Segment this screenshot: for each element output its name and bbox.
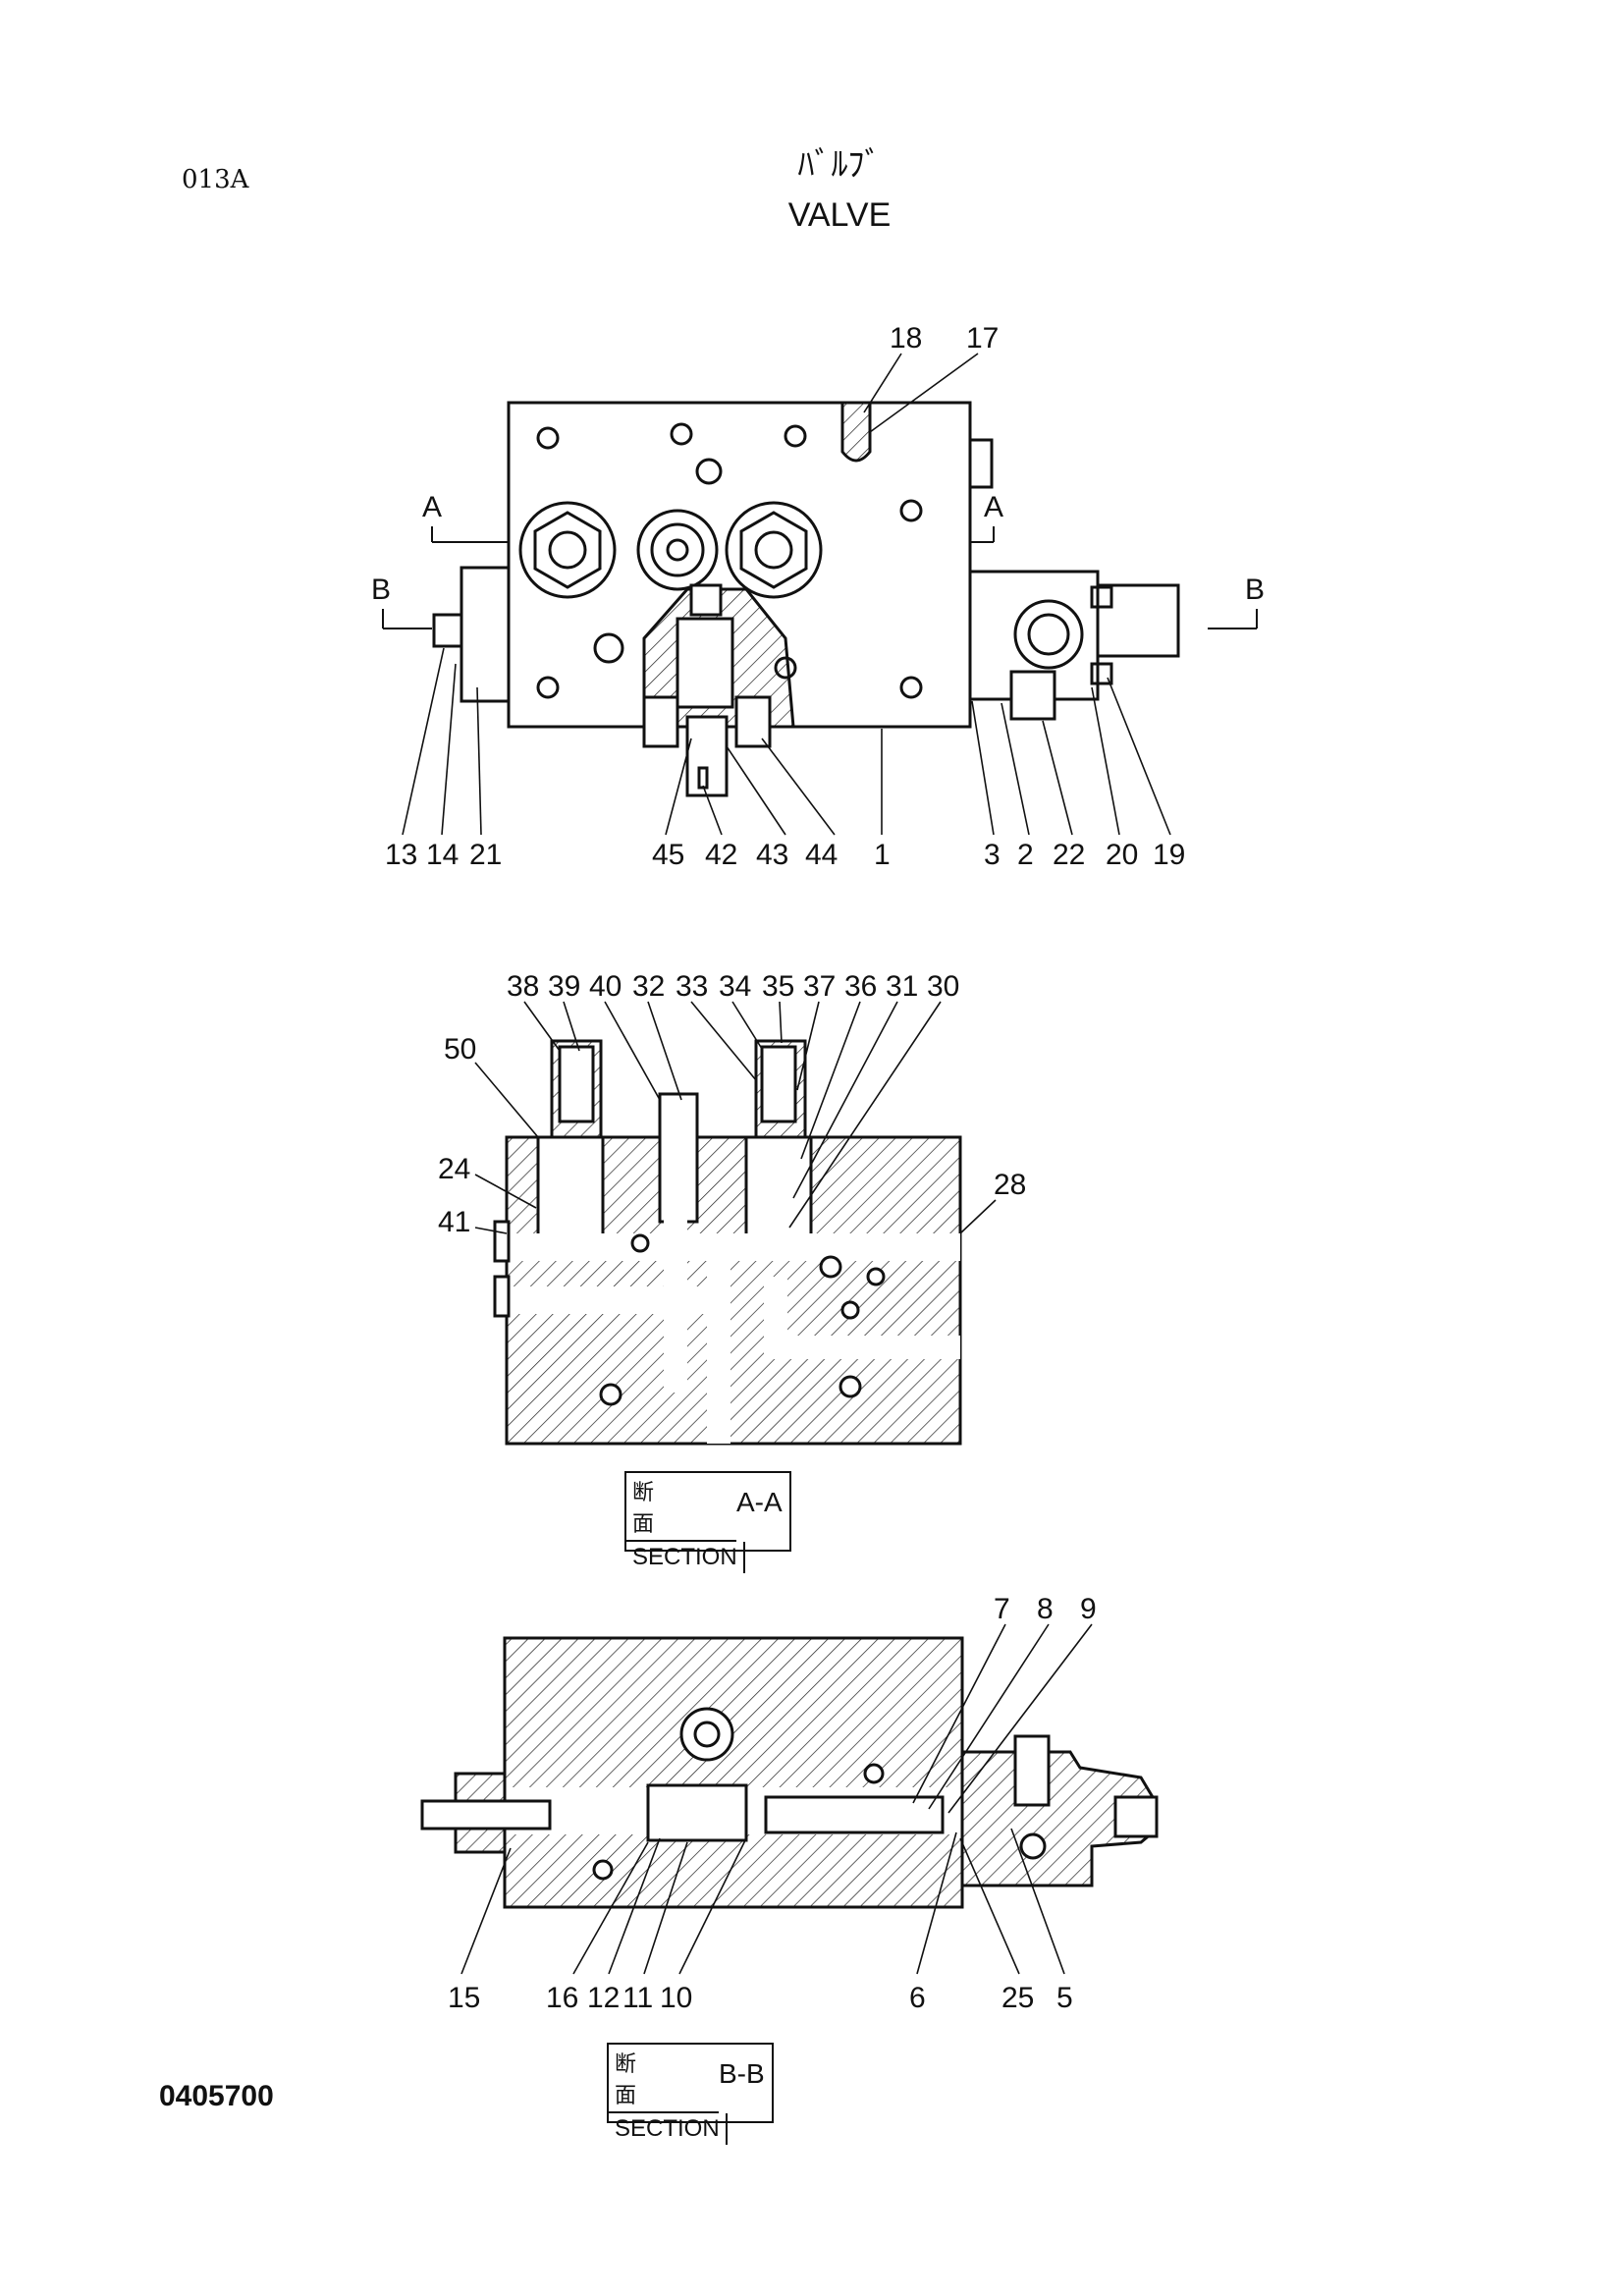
label-33: 33 bbox=[676, 970, 708, 1003]
label-44: 44 bbox=[805, 839, 838, 871]
section-bb-body bbox=[503, 1636, 964, 1909]
label-10: 10 bbox=[660, 1982, 692, 2014]
marker-b-left: B bbox=[371, 574, 391, 606]
marker-a-left: A bbox=[422, 491, 442, 523]
label-18: 18 bbox=[890, 322, 922, 355]
section-aa-caption: 断 面 SECTION A-A bbox=[624, 1471, 791, 1573]
label-20: 20 bbox=[1106, 839, 1138, 871]
section-bb-view bbox=[420, 1636, 1159, 1909]
section-aa-caption-en: SECTION bbox=[626, 1542, 745, 1573]
port-left bbox=[518, 501, 617, 599]
label-36: 36 bbox=[844, 970, 877, 1003]
label-35: 35 bbox=[762, 970, 794, 1003]
label-2: 2 bbox=[1017, 839, 1034, 871]
label-14: 14 bbox=[426, 839, 459, 871]
label-42: 42 bbox=[705, 839, 737, 871]
section-bb-caption-id: B-B bbox=[719, 2058, 765, 2089]
label-32: 32 bbox=[632, 970, 665, 1003]
section-aa-caption-id: A-A bbox=[736, 1487, 783, 1517]
section-bb-caption-jp: 断 面 bbox=[609, 2045, 719, 2113]
label-39: 39 bbox=[548, 970, 580, 1003]
label-8: 8 bbox=[1037, 1593, 1054, 1625]
label-38: 38 bbox=[507, 970, 539, 1003]
label-5: 5 bbox=[1056, 1982, 1073, 2014]
label-43: 43 bbox=[756, 839, 788, 871]
label-13: 13 bbox=[385, 839, 417, 871]
label-15: 15 bbox=[448, 1982, 480, 2014]
label-45: 45 bbox=[652, 839, 684, 871]
label-16: 16 bbox=[546, 1982, 578, 2014]
section-bb-caption-en: SECTION bbox=[609, 2113, 728, 2145]
label-9: 9 bbox=[1080, 1593, 1097, 1625]
marker-b-right: B bbox=[1245, 574, 1265, 606]
label-31: 31 bbox=[886, 970, 918, 1003]
label-50: 50 bbox=[444, 1033, 476, 1066]
top-view bbox=[432, 401, 1180, 797]
section-aa-view bbox=[493, 1039, 962, 1446]
label-1: 1 bbox=[874, 839, 891, 871]
left-cap bbox=[460, 566, 511, 703]
section-markers bbox=[382, 526, 1258, 629]
label-25: 25 bbox=[1001, 1982, 1034, 2014]
label-30: 30 bbox=[927, 970, 959, 1003]
port-right bbox=[725, 501, 823, 599]
section-aa-caption-jp: 断 面 bbox=[626, 1473, 736, 1542]
label-17: 17 bbox=[966, 322, 999, 355]
label-41: 41 bbox=[438, 1206, 470, 1238]
label-28: 28 bbox=[994, 1169, 1026, 1201]
section-aa-leaders bbox=[474, 1001, 997, 1234]
page-code: 013A bbox=[182, 165, 249, 194]
label-21: 21 bbox=[469, 839, 502, 871]
label-7: 7 bbox=[994, 1593, 1010, 1625]
port-center bbox=[636, 509, 719, 591]
label-24: 24 bbox=[438, 1153, 470, 1185]
section-bb-caption: 断 面 SECTION B-B bbox=[607, 2043, 774, 2145]
label-40: 40 bbox=[589, 970, 622, 1003]
section-bb-leaders bbox=[460, 1623, 1093, 1975]
label-12: 12 bbox=[587, 1982, 620, 2014]
top-view-leaders bbox=[402, 353, 1171, 836]
marker-a-right: A bbox=[984, 491, 1003, 523]
label-11: 11 bbox=[622, 1982, 653, 2014]
drawing-number: 0405700 bbox=[159, 2080, 274, 2112]
label-22: 22 bbox=[1053, 839, 1085, 871]
label-3: 3 bbox=[984, 839, 1001, 871]
label-6: 6 bbox=[909, 1982, 926, 2014]
page-title: VALVE bbox=[787, 196, 892, 234]
label-37: 37 bbox=[803, 970, 836, 1003]
label-34: 34 bbox=[719, 970, 751, 1003]
title-japanese: ﾊﾞﾙﾌﾞ bbox=[797, 146, 882, 184]
label-19: 19 bbox=[1153, 839, 1185, 871]
